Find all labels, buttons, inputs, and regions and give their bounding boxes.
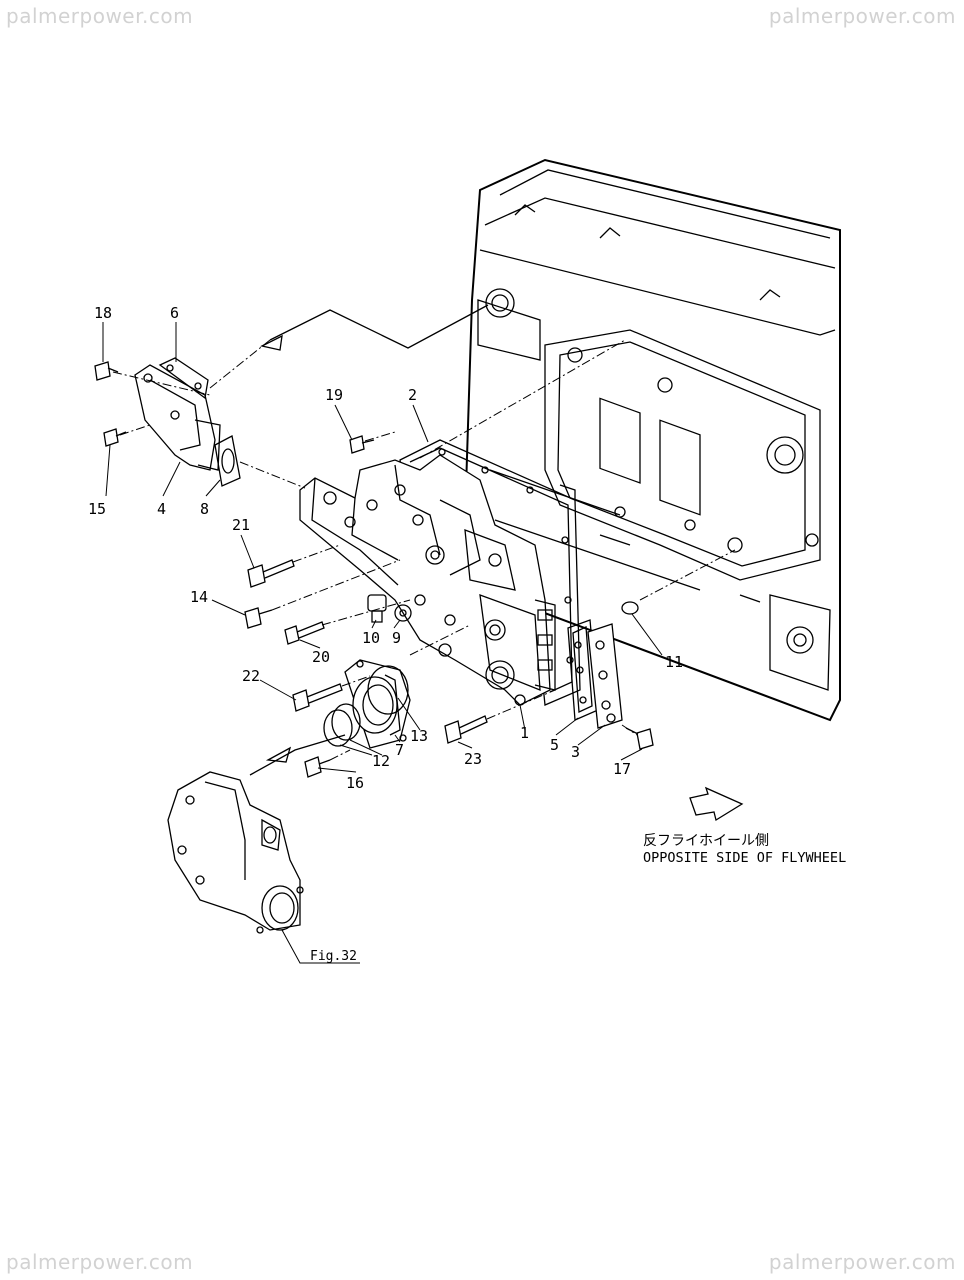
bolt-14 — [244, 607, 273, 629]
bolt-17 — [625, 727, 654, 750]
direction-arrow-icon — [689, 786, 744, 822]
bolt-20 — [284, 621, 325, 645]
bolt-23 — [444, 715, 488, 744]
callout-7: 7 — [395, 741, 404, 759]
callout-16: 16 — [346, 774, 364, 792]
bolt-19 — [349, 435, 375, 454]
callout-13: 13 — [410, 727, 428, 745]
watermark-bottom-right: palmerpower.com — [768, 1250, 956, 1274]
callout-14: 14 — [190, 588, 208, 606]
pump-housing-fig32 — [167, 771, 304, 934]
callout-8: 8 — [200, 500, 209, 518]
callout-5: 5 — [550, 736, 559, 754]
callout-1: 1 — [520, 724, 529, 742]
callout-4: 4 — [157, 500, 166, 518]
callout-17: 17 — [613, 760, 631, 778]
thermostat-13 — [352, 674, 401, 736]
o-ring-13 — [367, 665, 409, 715]
o-rings-12 — [323, 703, 361, 747]
callout-15: 15 — [88, 500, 106, 518]
callout-3: 3 — [571, 743, 580, 761]
callout-18: 18 — [94, 304, 112, 322]
gasket-8 — [214, 435, 241, 487]
water-pump-body — [299, 454, 556, 706]
plug-10 — [367, 594, 387, 623]
callout-6: 6 — [170, 304, 179, 322]
direction-note-japanese: 反フライホイール側 — [643, 833, 769, 849]
callout-2: 2 — [408, 386, 417, 404]
watermark-top-right: palmerpower.com — [768, 4, 956, 28]
callout-11: 11 — [665, 653, 683, 671]
o-ring-11 — [621, 601, 639, 615]
watermark-bottom-left: palmerpower.com — [6, 1250, 194, 1274]
callout-22: 22 — [242, 667, 260, 685]
callout-20: 20 — [312, 648, 330, 666]
callout-12: 12 — [372, 752, 390, 770]
callout-19: 19 — [325, 386, 343, 404]
leader-lines — [102, 322, 663, 964]
callout-10: 10 — [362, 629, 380, 647]
bolt-22 — [292, 683, 343, 712]
bolt-18 — [94, 361, 119, 381]
washer-9 — [394, 604, 412, 622]
gasket-6 — [158, 357, 209, 400]
watermark-top-left: palmerpower.com — [6, 4, 194, 28]
figure-reference: Fig.32 — [310, 949, 357, 964]
callout-9: 9 — [392, 629, 401, 647]
cooler-plate-3 — [587, 623, 623, 729]
bolt-16 — [304, 756, 331, 778]
direction-note-english: OPPOSITE SIDE OF FLYWHEEL — [643, 850, 846, 866]
bolt-21 — [247, 559, 295, 588]
callout-23: 23 — [464, 750, 482, 768]
assembly-lines — [112, 304, 736, 776]
engine-block — [463, 158, 841, 722]
callout-21: 21 — [232, 516, 250, 534]
bolt-15 — [103, 428, 127, 447]
